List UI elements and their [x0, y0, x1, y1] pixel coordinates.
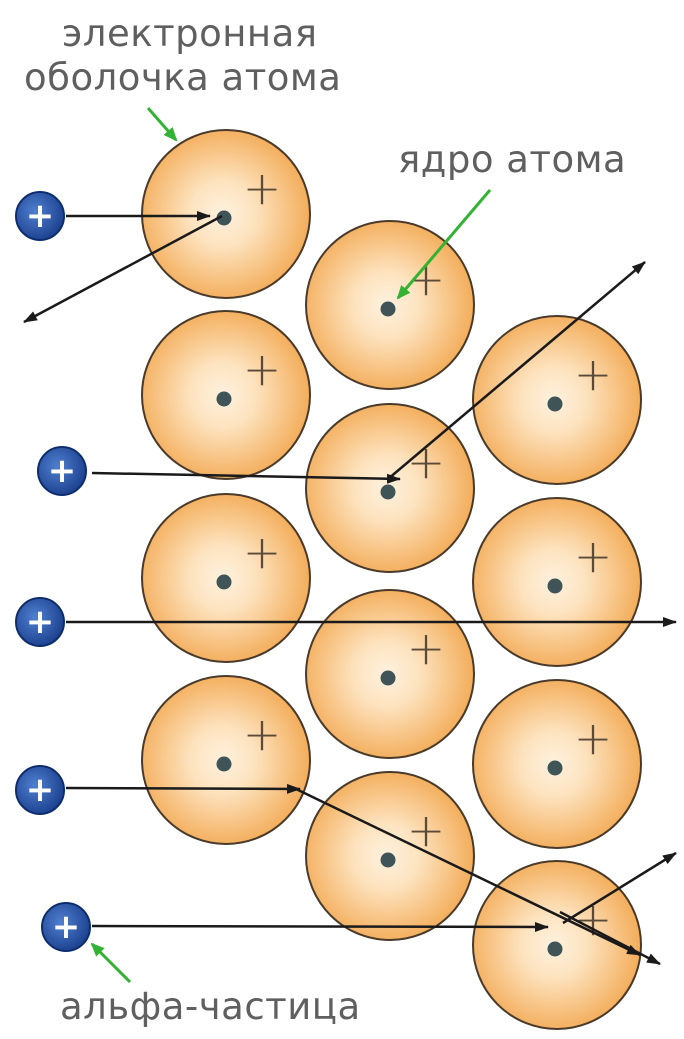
alpha-particle: +: [15, 191, 65, 241]
nucleus-charge-sign: +: [574, 347, 613, 401]
nucleus-pointer: [396, 189, 492, 300]
nucleus-dot: [380, 301, 396, 317]
nucleus-dot: [216, 391, 232, 407]
alpha-particle: +: [15, 765, 65, 815]
alpha-particle-charge-sign: +: [26, 770, 55, 810]
atom: +: [305, 589, 475, 759]
trajectory-segment: [559, 910, 661, 966]
atom: +: [141, 675, 311, 845]
atom: +: [141, 310, 311, 480]
alpha-particle-label: альфа-частица: [60, 985, 361, 1028]
alpha-particles: + + + + +: [15, 191, 91, 952]
nucleus-charge-sign: +: [243, 707, 282, 761]
atom: +: [141, 129, 311, 299]
nucleus-dot: [380, 852, 396, 868]
alpha-particle-body: [15, 191, 65, 241]
atom: +: [472, 497, 642, 667]
atom: +: [472, 679, 642, 849]
nucleus-charge-sign: +: [407, 803, 446, 857]
alpha-trajectories: [23, 211, 677, 966]
alpha-trajectory: [23, 211, 223, 324]
nucleus-dot: [547, 396, 563, 412]
atom: +: [305, 220, 475, 390]
nucleus-charge-sign: +: [243, 342, 282, 396]
alpha-particle-charge-sign: +: [26, 602, 55, 642]
trajectory-segment: [562, 851, 677, 925]
alpha-particle-charge-sign: +: [48, 451, 77, 491]
electron-shell-label-line2: оболочка атома: [24, 56, 342, 99]
nucleus-charge-sign: +: [243, 161, 282, 215]
alpha-particle: +: [15, 597, 65, 647]
nucleus-dot: [216, 210, 232, 226]
trajectory-segment: [387, 261, 646, 480]
alpha-particle: +: [41, 902, 91, 952]
alpha-particle-pointer: [90, 942, 132, 984]
nucleus-dot: [380, 670, 396, 686]
alpha-particle-body: [15, 597, 65, 647]
alpha-particle-charge-sign: +: [26, 196, 55, 236]
nucleus-dot: [216, 574, 232, 590]
nucleus-charge-sign: +: [243, 525, 282, 579]
trajectory-segment: [295, 787, 641, 957]
nucleus-charge-sign: +: [574, 711, 613, 765]
nucleus-dot: [547, 941, 563, 957]
nucleus-charge-sign: +: [574, 529, 613, 583]
alpha-particle-body: [41, 902, 91, 952]
nucleus-dot: [547, 578, 563, 594]
alpha-particle-body: [15, 765, 65, 815]
label-pointers: [90, 107, 492, 984]
electron-shell-pointer: [146, 107, 178, 142]
nucleus-dot: [380, 484, 396, 500]
atom: +: [472, 315, 642, 485]
alpha-trajectory: [91, 851, 677, 932]
nucleus-label: ядро атома: [398, 138, 627, 181]
trajectory-segment: [65, 783, 301, 794]
alpha-particle: +: [37, 446, 87, 496]
trajectory-segment: [23, 214, 223, 324]
nucleus-charge-sign: +: [407, 435, 446, 489]
atom: +: [305, 771, 475, 941]
atom: +: [141, 493, 311, 663]
electron-shell-label-line1: электронная: [62, 12, 318, 55]
alpha-particle-charge-sign: +: [52, 907, 81, 947]
atom-grid: ++++++++++++: [141, 129, 642, 1030]
alpha-trajectory: [91, 261, 646, 484]
atom: +: [305, 403, 475, 573]
nucleus-dot: [216, 756, 232, 772]
trajectory-segment: [91, 921, 549, 932]
nucleus-dot: [547, 760, 563, 776]
nucleus-charge-sign: +: [407, 621, 446, 675]
trajectory-segment: [91, 471, 401, 484]
alpha-particle-body: [37, 446, 87, 496]
alpha-trajectory: [65, 783, 641, 957]
